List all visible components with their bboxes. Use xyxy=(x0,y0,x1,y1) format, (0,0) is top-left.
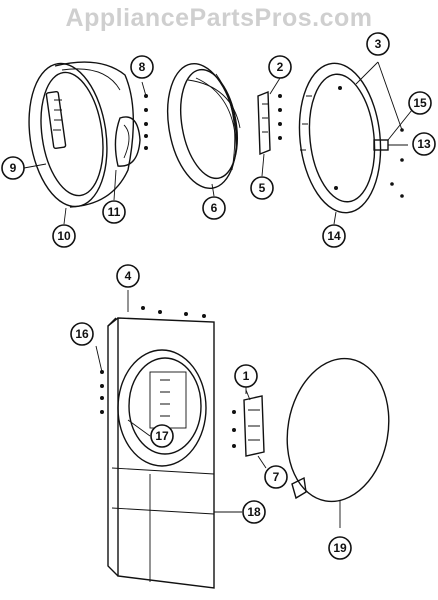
screws-right xyxy=(355,61,404,198)
svg-text:1: 1 xyxy=(243,369,250,383)
callout-13: 13 xyxy=(412,132,436,156)
callout-9: 9 xyxy=(1,156,47,180)
svg-text:10: 10 xyxy=(57,229,71,243)
svg-text:16: 16 xyxy=(75,327,89,341)
watermark: AppliancePartsPros.com xyxy=(65,4,373,32)
svg-text:19: 19 xyxy=(333,541,347,555)
callout-3: 3 xyxy=(366,32,390,56)
svg-text:6: 6 xyxy=(211,201,218,215)
svg-text:13: 13 xyxy=(417,137,431,151)
callout-4: 4 xyxy=(116,264,140,288)
callout-18: 18 xyxy=(214,500,266,524)
callout-14: 14 xyxy=(322,211,346,248)
callout-5: 5 xyxy=(250,153,274,200)
callout-19: 19 xyxy=(328,536,352,560)
door-outer-ring xyxy=(28,61,134,208)
front-panel xyxy=(95,290,215,589)
callout-17: 17 xyxy=(127,419,174,448)
callout-7: 7 xyxy=(257,455,288,489)
callout-10: 10 xyxy=(52,207,76,248)
svg-text:17: 17 xyxy=(155,429,169,443)
callout-2: 2 xyxy=(268,55,292,95)
door-latch xyxy=(373,139,408,151)
callout-16: 16 xyxy=(70,322,94,346)
svg-text:9: 9 xyxy=(10,161,17,175)
callout-15: 15 xyxy=(387,91,432,141)
callout-1: 1 xyxy=(234,364,258,394)
door-hinge-bracket xyxy=(232,389,265,457)
svg-text:15: 15 xyxy=(413,96,427,110)
svg-text:2: 2 xyxy=(277,60,284,74)
door-handle xyxy=(114,116,141,167)
screws-group-8 xyxy=(141,81,148,150)
callout-8: 8 xyxy=(130,55,154,79)
door-hinge xyxy=(257,90,282,156)
callout-11: 11 xyxy=(102,169,126,224)
svg-text:14: 14 xyxy=(327,229,341,243)
svg-text:4: 4 xyxy=(125,269,132,283)
svg-text:7: 7 xyxy=(273,470,280,484)
callout-6: 6 xyxy=(202,183,226,220)
door-inner-ring xyxy=(298,62,382,214)
svg-text:3: 3 xyxy=(375,37,382,51)
door-panel xyxy=(286,357,390,528)
svg-text:18: 18 xyxy=(247,505,261,519)
svg-text:11: 11 xyxy=(108,205,121,219)
svg-text:5: 5 xyxy=(259,181,266,195)
svg-text:8: 8 xyxy=(139,60,146,74)
